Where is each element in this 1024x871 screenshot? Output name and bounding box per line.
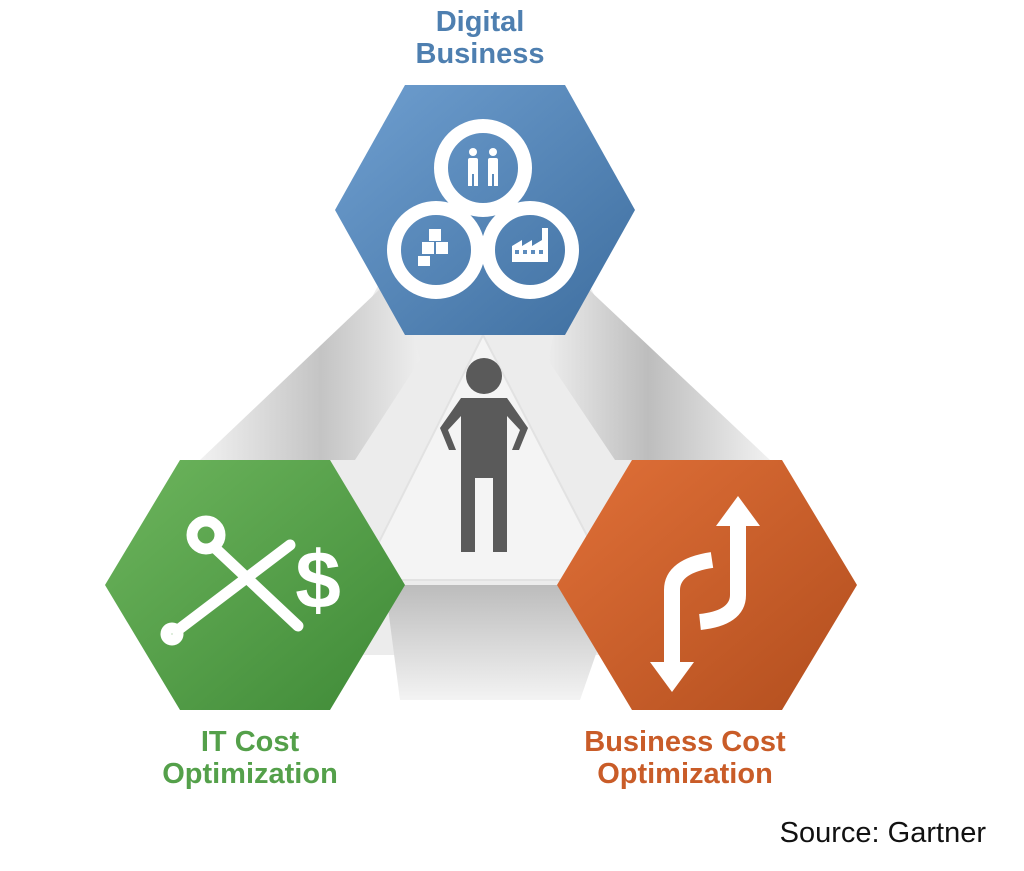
right-band bbox=[548, 270, 770, 460]
person-icon bbox=[440, 358, 528, 552]
left-band bbox=[200, 270, 420, 460]
it-cost-label-line2: Optimization bbox=[162, 758, 338, 790]
it-cost-label: IT Cost Optimization bbox=[130, 726, 370, 790]
triquetra-icon bbox=[387, 119, 579, 299]
it-cost-label-line1: IT Cost bbox=[200, 726, 300, 758]
factory-icon bbox=[512, 228, 548, 262]
boxes-icon bbox=[418, 229, 448, 266]
it-cost-node: $ bbox=[105, 460, 405, 710]
business-cost-label: Business Cost Optimization bbox=[540, 726, 830, 790]
bottom-band bbox=[385, 585, 620, 700]
digital-business-node bbox=[335, 85, 635, 335]
scissors-icon bbox=[160, 515, 304, 646]
business-cost-hexagon bbox=[557, 460, 857, 710]
digital-business-label-line1: Digital bbox=[435, 6, 525, 38]
dollar-icon: $ bbox=[295, 535, 341, 626]
people-icon bbox=[468, 148, 498, 186]
business-cost-node bbox=[557, 460, 857, 710]
business-cost-label-line2: Optimization bbox=[597, 758, 773, 790]
business-cost-label-line1: Business Cost bbox=[584, 726, 786, 758]
source-caption: Source: Gartner bbox=[779, 817, 986, 849]
up-down-arrows-icon bbox=[650, 496, 760, 692]
digital-business-label: Digital Business bbox=[380, 6, 580, 70]
digital-business-label-line2: Business bbox=[415, 38, 545, 70]
